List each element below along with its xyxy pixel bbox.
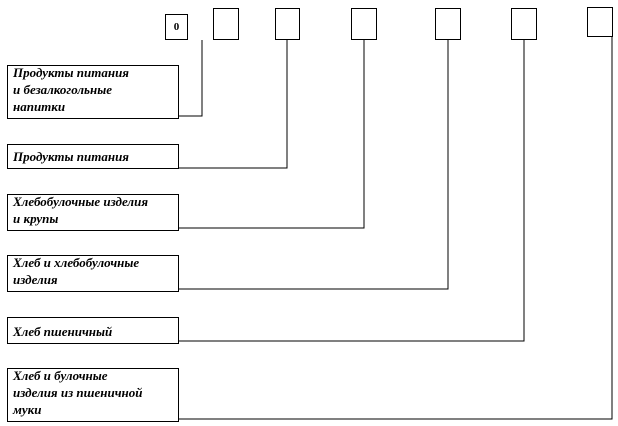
code-box-7 [587, 7, 613, 37]
category-label-2: Продукты питания [7, 144, 179, 169]
connector-line-6 [179, 37, 613, 420]
label-line: муки [13, 402, 42, 417]
label-line: напитки [13, 99, 66, 114]
category-label-4: Хлеб и хлебобулочные изделия [7, 255, 179, 292]
category-label-1: Продукты питания и безалкогольные напитк… [7, 65, 179, 119]
label-line: Продукты питания [13, 149, 130, 164]
label-line: изделия [13, 272, 58, 287]
code-box-3 [275, 8, 300, 40]
code-box-6 [511, 8, 537, 40]
label-line: и крупы [13, 211, 59, 226]
label-line: изделия из пшеничной [13, 385, 143, 400]
label-line: Хлеб и булочные [13, 368, 108, 383]
category-label-5: Хлеб пшеничный [7, 317, 179, 344]
category-label-3: Хлебобулочные изделия и крупы [7, 194, 179, 231]
label-line: Хлеб и хлебобулочные [13, 255, 140, 270]
label-line: Хлебобулочные изделия [13, 194, 149, 209]
code-box-5 [435, 8, 461, 40]
code-value: 0 [173, 21, 180, 33]
category-label-6: Хлеб и булочные изделия из пшеничной мук… [7, 368, 179, 422]
connector-line-5 [179, 40, 525, 342]
code-box-2 [213, 8, 239, 40]
code-box-1: 0 [165, 14, 188, 40]
connector-line-4 [179, 40, 449, 290]
connector-line-2 [179, 40, 288, 169]
label-line: Продукты питания [13, 65, 130, 80]
connector-line-1 [179, 40, 203, 117]
connector-line-3 [179, 40, 365, 229]
label-line: Хлеб пшеничный [13, 324, 113, 339]
label-line: и безалкогольные [13, 82, 112, 97]
code-box-4 [351, 8, 377, 40]
